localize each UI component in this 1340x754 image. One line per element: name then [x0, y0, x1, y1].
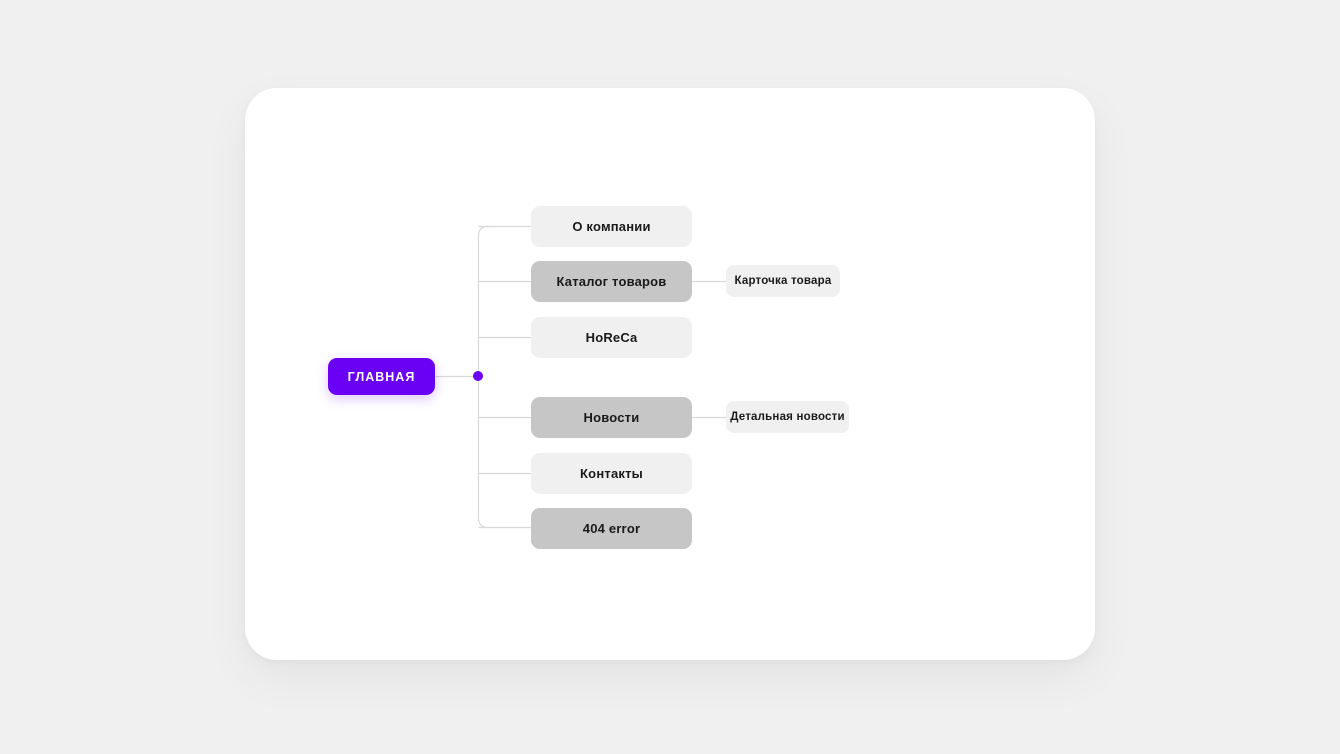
node-horeca[interactable]: HoReCa	[531, 317, 692, 358]
node-product-card[interactable]: Карточка товара	[726, 265, 840, 297]
node-product-catalog[interactable]: Каталог товаров	[531, 261, 692, 302]
node-news-label: Новости	[583, 410, 640, 425]
node-news[interactable]: Новости	[531, 397, 692, 438]
node-404-error[interactable]: 404 error	[531, 508, 692, 549]
node-news-detail[interactable]: Детальная новости	[726, 401, 849, 433]
node-root-home-label: ГЛАВНАЯ	[347, 369, 416, 384]
node-product-catalog-label: Каталог товаров	[556, 274, 667, 289]
junction-dot	[473, 371, 483, 381]
node-contacts-label: Контакты	[580, 466, 643, 481]
node-product-card-label: Карточка товара	[734, 275, 832, 287]
node-news-detail-label: Детальная новости	[730, 411, 845, 423]
node-about-company[interactable]: О компании	[531, 206, 692, 247]
node-contacts[interactable]: Контакты	[531, 453, 692, 494]
node-horeca-label: HoReCa	[585, 330, 638, 345]
node-root-home[interactable]: ГЛАВНАЯ	[328, 358, 435, 395]
node-about-company-label: О компании	[572, 219, 651, 234]
node-404-error-label: 404 error	[582, 521, 641, 536]
